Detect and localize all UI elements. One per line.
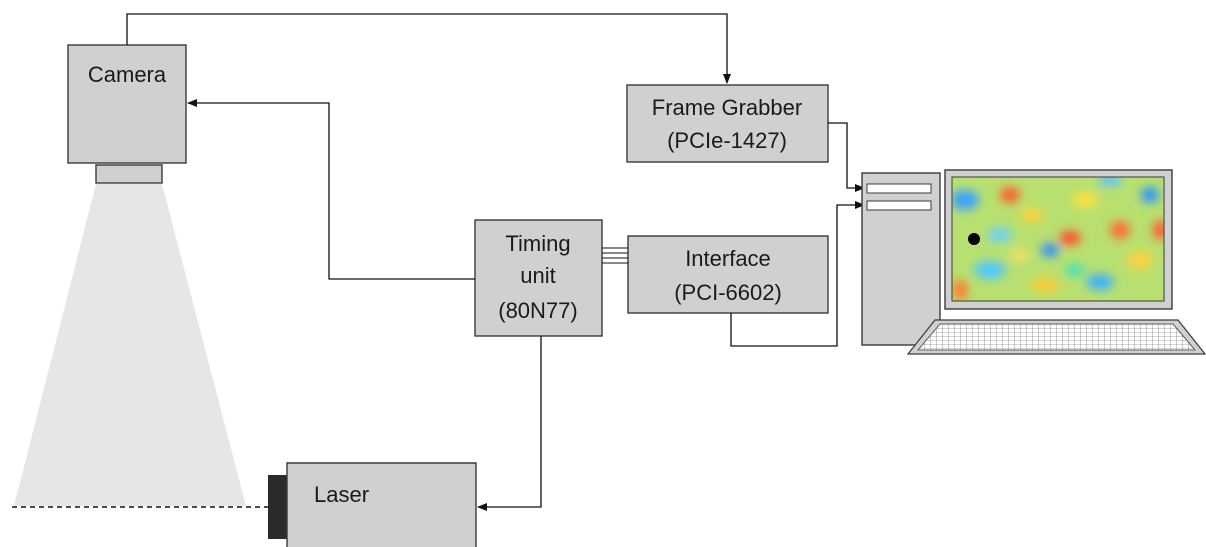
frame-grabber-label-line2: (PCIe-1427): [667, 128, 787, 153]
timing-unit-label-line3: (80N77): [498, 298, 577, 323]
screen-marker-dot: [968, 233, 980, 245]
camera-box[interactable]: [67, 44, 187, 164]
camera-light-cone: [14, 184, 246, 506]
timing-unit-box[interactable]: [474, 219, 603, 337]
drive-bay-2: [866, 200, 932, 211]
laser-label: Laser: [314, 482, 369, 507]
camera-to-frame-grabber-line: [126, 13, 731, 84]
interface-to-computer-line: [730, 201, 865, 347]
computer-tower[interactable]: [861, 172, 941, 346]
timing-to-laser-line: [477, 336, 542, 511]
frame-grabber-box[interactable]: [626, 84, 829, 163]
interface-box[interactable]: [627, 235, 829, 314]
monitor[interactable]: [944, 169, 1173, 310]
camera-lens: [95, 164, 163, 184]
monitor-screen-heatmap: [952, 177, 1164, 301]
interface-label-line1: Interface: [685, 246, 771, 271]
interface-label-line2: (PCI-6602): [674, 280, 782, 305]
laser-box[interactable]: [286, 462, 477, 547]
drive-bay-1: [866, 183, 932, 194]
keyboard[interactable]: [906, 319, 1206, 355]
camera-label: Camera: [88, 62, 167, 87]
ribbon-cable: [602, 247, 628, 264]
timing-to-camera-line: [187, 99, 475, 280]
frame-grabber-to-computer-line: [828, 122, 865, 192]
frame-grabber-label-line1: Frame Grabber: [652, 95, 802, 120]
timing-unit-label-line1: Timing: [505, 231, 570, 256]
timing-unit-label-line2: unit: [520, 263, 555, 288]
laser-aperture: [268, 475, 287, 539]
